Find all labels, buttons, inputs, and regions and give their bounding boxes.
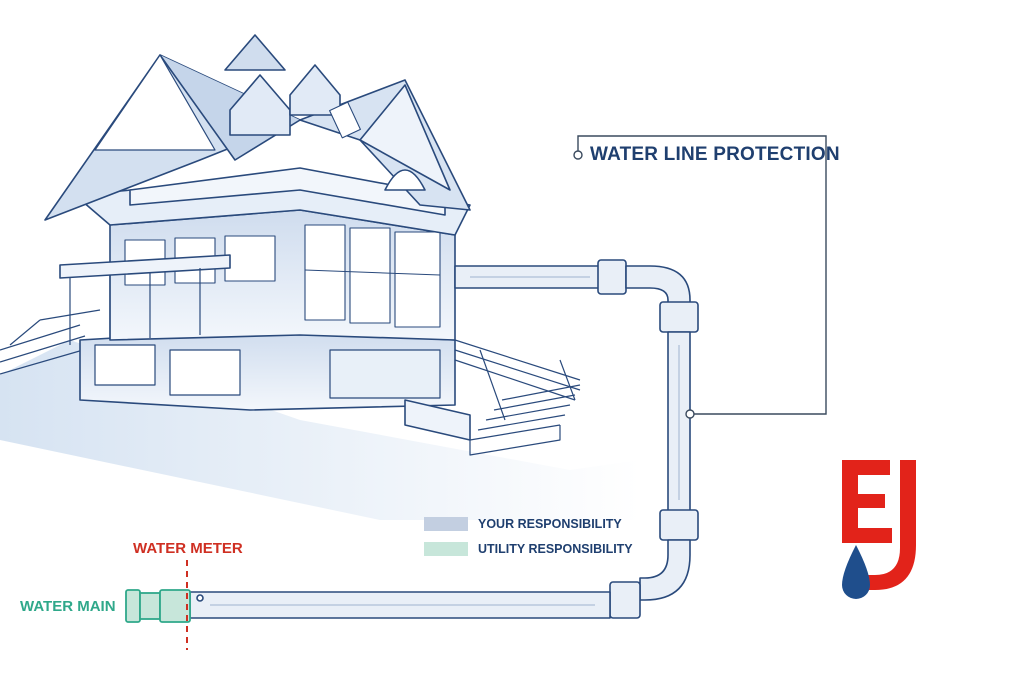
- legend-label-your: YOUR RESPONSIBILITY: [478, 517, 622, 531]
- ej-logo: [842, 460, 916, 599]
- water-main-label: WATER MAIN: [20, 598, 116, 615]
- legend-utility-responsibility: UTILITY RESPONSIBILITY: [424, 542, 633, 556]
- water-line-protection-title: WATER LINE PROTECTION: [590, 144, 840, 165]
- legend-swatch-your: [424, 517, 468, 531]
- house-illustration: [0, 34, 640, 520]
- water-meter-label: WATER METER: [133, 540, 243, 557]
- legend-your-responsibility: YOUR RESPONSIBILITY: [424, 517, 622, 531]
- legend-swatch-utility: [424, 542, 468, 556]
- legend-label-utility: UTILITY RESPONSIBILITY: [478, 542, 633, 556]
- callout-connector: [573, 135, 827, 419]
- your-responsibility-pipe: [189, 259, 699, 619]
- water-main-pipe: [125, 589, 191, 623]
